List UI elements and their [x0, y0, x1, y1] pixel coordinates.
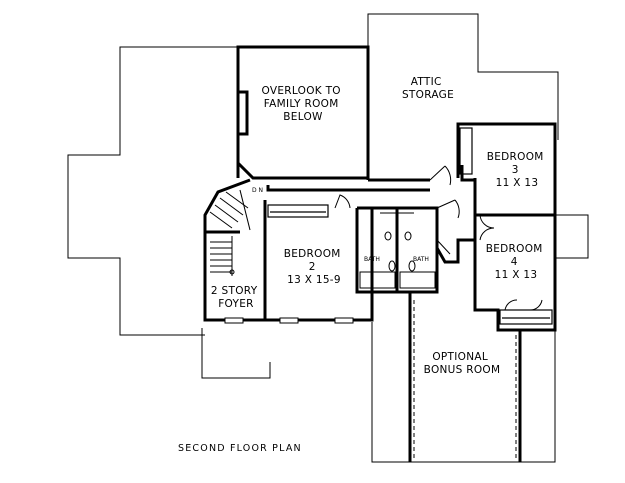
bath-fixtures	[359, 212, 436, 289]
bath-right-label: BATH	[413, 256, 429, 263]
roof-outline	[67, 13, 589, 463]
walls	[203, 45, 557, 462]
foyer-label: 2 STORY FOYER	[211, 285, 261, 310]
stairs	[209, 189, 251, 276]
overlook-bump	[236, 90, 249, 136]
tub-right	[399, 271, 436, 289]
overlook-angle-wall	[236, 155, 368, 180]
bonus-label: OPTIONAL BONUS ROOM	[424, 351, 501, 376]
attic-label: ATTIC STORAGE	[402, 76, 454, 101]
bedroom2-closet	[267, 204, 329, 218]
plan-caption: SECOND FLOOR PLAN	[178, 443, 302, 454]
bonus-dashes	[413, 300, 517, 460]
bedroom4-wall	[473, 215, 557, 332]
windows	[224, 317, 354, 324]
bedroom2-wall	[263, 200, 374, 322]
attic-wall-right	[460, 165, 475, 182]
bath-wall	[355, 206, 439, 294]
tub-left	[359, 271, 396, 289]
closets	[267, 127, 553, 325]
hall-top-wall	[266, 185, 430, 192]
overlook-label: OVERLOOK TO FAMILY ROOM BELOW	[261, 85, 344, 123]
bath-left-label: BATH	[364, 256, 380, 263]
stair-down-label: D N	[252, 187, 263, 194]
hall-right-wall	[435, 238, 475, 264]
bedroom3-label: BEDROOM 3 11 X 13	[487, 151, 548, 189]
bedroom4-label: BEDROOM 4 11 X 13	[486, 243, 547, 281]
bedroom3-wall	[456, 122, 557, 217]
bedroom4-closet	[499, 309, 553, 325]
bedroom2-label: BEDROOM 2 13 X 15-9	[284, 248, 345, 286]
doors	[334, 165, 543, 311]
bedroom3-closet	[459, 127, 473, 175]
room-labels: OVERLOOK TO FAMILY ROOM BELOW ATTIC STOR…	[211, 76, 548, 376]
